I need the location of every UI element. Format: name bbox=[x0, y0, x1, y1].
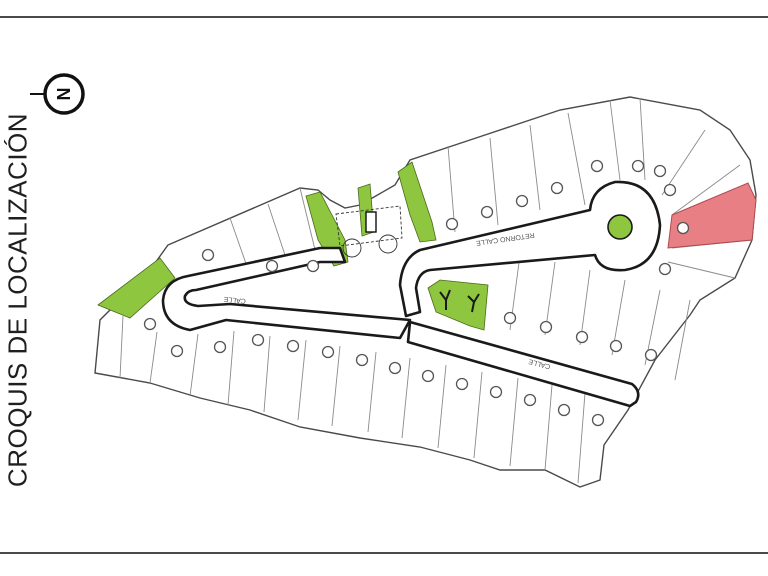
street-left-loop bbox=[161, 246, 412, 340]
lot-marker bbox=[658, 262, 672, 276]
lot-marker bbox=[590, 159, 604, 173]
lot-marker bbox=[480, 205, 494, 219]
lot-marker bbox=[653, 164, 667, 178]
lot-marker bbox=[539, 320, 553, 334]
north-arrow-icon: N bbox=[30, 73, 85, 115]
lot-marker bbox=[663, 183, 677, 197]
lot-marker bbox=[503, 311, 517, 325]
lot-marker bbox=[321, 345, 335, 359]
lot-division-lines bbox=[119, 97, 753, 484]
lot-marker bbox=[591, 413, 605, 427]
green-area-north-3 bbox=[397, 161, 437, 243]
lot-marker bbox=[575, 330, 589, 344]
lot-marker bbox=[631, 159, 645, 173]
top-border bbox=[0, 16, 768, 18]
lot-marker bbox=[355, 353, 369, 367]
lot-marker bbox=[201, 248, 215, 262]
lot-marker bbox=[445, 217, 459, 231]
pedestrian-crossing bbox=[335, 205, 403, 258]
lot-marker bbox=[421, 369, 435, 383]
lot-marker bbox=[523, 393, 537, 407]
lot-marker bbox=[213, 340, 227, 354]
cul-de-sac-island bbox=[607, 214, 633, 240]
lot-marker bbox=[515, 194, 529, 208]
street-label-left: CALLE bbox=[223, 295, 246, 304]
lot-marker bbox=[388, 361, 402, 375]
tree-symbols bbox=[439, 289, 480, 313]
lot-marker bbox=[306, 259, 320, 273]
bottom-border bbox=[0, 552, 768, 554]
lot-marker bbox=[143, 317, 157, 331]
north-letter: N bbox=[54, 88, 74, 101]
lot-marker bbox=[170, 344, 184, 358]
site-boundary bbox=[94, 96, 757, 488]
green-area-west bbox=[97, 257, 176, 319]
lot-marker bbox=[557, 403, 571, 417]
lot-marker bbox=[609, 339, 623, 353]
lot-marker bbox=[265, 259, 279, 273]
lot-marker bbox=[251, 333, 265, 347]
lot-marker bbox=[644, 348, 658, 362]
lot-marker bbox=[489, 385, 503, 399]
street-network bbox=[161, 180, 662, 408]
lot-marker bbox=[676, 221, 690, 235]
street-upper-arm bbox=[398, 180, 662, 318]
highlighted-lot bbox=[667, 182, 757, 249]
lot-marker bbox=[455, 377, 469, 391]
lot-marker bbox=[286, 339, 300, 353]
green-area-central bbox=[427, 279, 489, 331]
street-lower-arm bbox=[406, 320, 640, 408]
lot-marker bbox=[550, 181, 564, 195]
lot-markers bbox=[143, 159, 690, 427]
